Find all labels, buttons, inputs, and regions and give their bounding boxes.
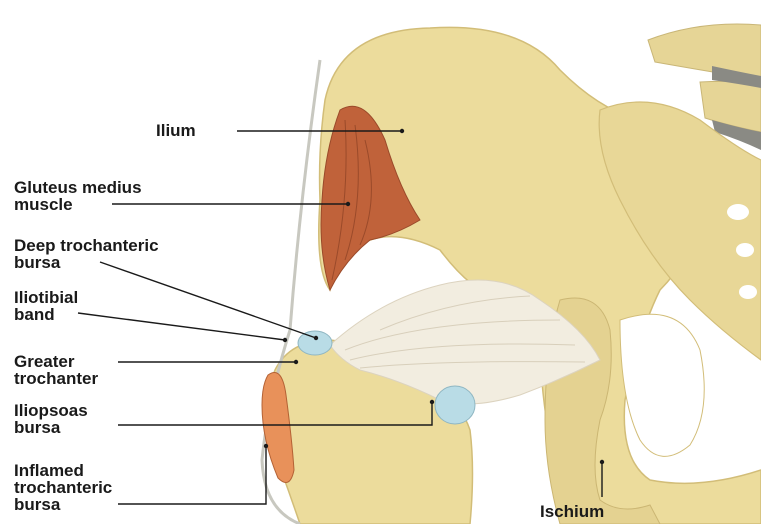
label-greater-trochanter-line-2: trochanter	[14, 370, 98, 387]
label-ilium-line: Ilium	[156, 122, 196, 139]
label-deep-trochanteric-bursa: Deep trochanteric bursa	[14, 237, 159, 271]
label-inflamed-line-2: trochanteric	[14, 479, 112, 496]
label-inflamed-line-1: Inflamed	[14, 462, 112, 479]
label-inflamed-line-3: bursa	[14, 496, 112, 513]
label-gluteus-medius: Gluteus medius muscle	[14, 179, 142, 213]
label-iliopsoas-bursa: Iliopsoas bursa	[14, 402, 88, 436]
obturator-foramen	[620, 314, 704, 456]
label-greater-trochanter: Greater trochanter	[14, 353, 98, 387]
leader-deep-bursa	[100, 262, 316, 338]
leader-inflamed	[118, 446, 266, 504]
label-inflamed-trochanteric-bursa: Inflamed trochanteric bursa	[14, 462, 112, 513]
label-ischium: Ischium	[540, 503, 604, 520]
label-deep-bursa-line-2: bursa	[14, 254, 159, 271]
deep-trochanteric-bursa	[298, 331, 332, 355]
sacral-foramen	[727, 204, 749, 220]
leader-iliotibial	[78, 313, 285, 340]
label-gluteus-line-1: Gluteus medius	[14, 179, 142, 196]
iliopsoas-bursa	[435, 386, 475, 424]
label-iliopsoas-line-2: bursa	[14, 419, 88, 436]
sacral-foramen	[739, 285, 757, 299]
sacral-foramen	[736, 243, 754, 257]
label-iliopsoas-line-1: Iliopsoas	[14, 402, 88, 419]
label-iliotibial-band: Iliotibial band	[14, 289, 78, 323]
label-deep-bursa-line-1: Deep trochanteric	[14, 237, 159, 254]
label-greater-trochanter-line-1: Greater	[14, 353, 98, 370]
label-iliotibial-line-2: band	[14, 306, 78, 323]
label-ischium-line: Ischium	[540, 503, 604, 520]
label-ilium: Ilium	[156, 122, 196, 139]
label-iliotibial-line-1: Iliotibial	[14, 289, 78, 306]
label-gluteus-line-2: muscle	[14, 196, 142, 213]
